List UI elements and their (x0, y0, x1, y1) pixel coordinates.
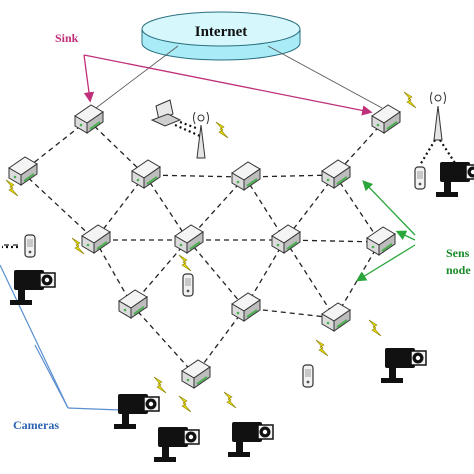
laptop-icon (150, 99, 182, 127)
sink-arrow-right (83, 54, 373, 116)
lightning-icon (223, 391, 237, 409)
lightning-icon (215, 121, 229, 139)
mesh-links (0, 119, 386, 376)
router-node-icon (231, 161, 261, 191)
sensor-arrow-mid (395, 230, 416, 241)
lightning-icon (153, 376, 167, 394)
phone-icon (414, 166, 426, 190)
camera-icon (113, 393, 160, 430)
router-node-icon (174, 224, 204, 254)
sensor-nodes-label-line2: node (446, 263, 471, 277)
lightning-icon (315, 339, 329, 357)
router-node-icon (321, 159, 351, 189)
cameras-lines (0, 264, 121, 411)
lightning-icon (178, 395, 192, 413)
internet-cloud (141, 11, 301, 61)
router-node-icon (131, 159, 161, 189)
router-node-icon (8, 156, 38, 186)
phone-icon (302, 364, 314, 388)
router-node-icon (371, 104, 401, 134)
phone-icon (24, 234, 36, 258)
camera-icon (227, 421, 274, 458)
phone-icon (182, 273, 194, 297)
lightning-icon (368, 319, 382, 337)
lightning-icon (403, 91, 417, 109)
sink-label: Sink (55, 31, 79, 45)
sensor-arrow-low (355, 244, 416, 282)
cameras-label: Cameras (13, 418, 59, 432)
device-links (2, 120, 456, 249)
camera-icon (380, 347, 427, 384)
uplink-left (95, 45, 179, 109)
camera-icon (435, 161, 474, 198)
router-node-icon (321, 302, 351, 332)
sensor-arrow-top (362, 180, 416, 236)
sensor-nodes-label-line1: Sens (446, 246, 470, 260)
antenna-icon (193, 111, 209, 159)
router-node-icon (271, 224, 301, 254)
router-node-icon (74, 104, 104, 134)
lightning-bolts (5, 91, 417, 413)
lightning-icon (178, 254, 192, 272)
internet-label: Internet (195, 24, 248, 40)
uplink-right (267, 45, 383, 109)
antenna-icon (430, 91, 446, 141)
router-node-icon (81, 224, 111, 254)
router-node-icon (181, 359, 211, 389)
router-nodes (8, 104, 401, 389)
router-node-icon (366, 226, 396, 256)
camera-icon (153, 426, 200, 463)
sink-arrow-left (83, 54, 95, 103)
router-node-icon (118, 289, 148, 319)
